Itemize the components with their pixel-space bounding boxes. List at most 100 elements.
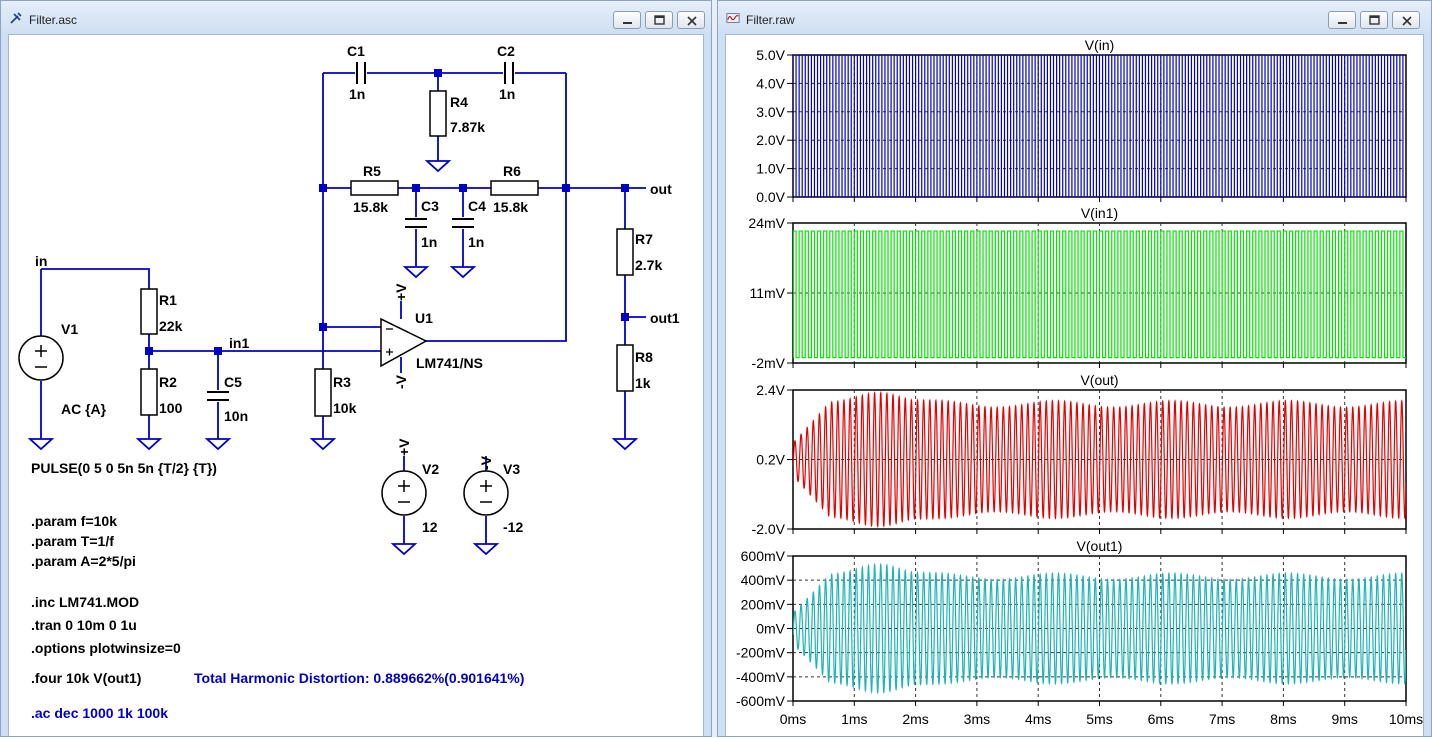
r7-value: 2.7k <box>635 257 662 273</box>
resistor-r6[interactable] <box>490 180 539 196</box>
v3-vminus-label: -V <box>478 455 494 470</box>
y-tick-label: 0.0V <box>756 189 785 205</box>
ground-symbol <box>137 430 161 450</box>
y-tick-label: 24mV <box>748 215 785 231</box>
x-tick-label: 7ms <box>1209 711 1235 727</box>
source-polarity <box>398 480 410 503</box>
plot-pane-3[interactable]: V(out)2.4V0.2V-2.0V <box>752 372 1407 537</box>
resistor-r1[interactable] <box>140 288 158 335</box>
resistor-r7[interactable] <box>616 228 634 276</box>
y-tick-label: 11mV <box>749 285 785 301</box>
r8-ref: R8 <box>635 349 653 365</box>
opamp-vplus-label: +V <box>393 283 409 301</box>
waveform-titlebar[interactable]: Filter.raw <box>718 1 1431 34</box>
resistor-r4[interactable] <box>429 90 447 137</box>
resistor-r8[interactable] <box>616 344 634 392</box>
v2-value: 12 <box>422 519 438 535</box>
x-tick-label: 5ms <box>1086 711 1112 727</box>
waveform-trace <box>793 562 1406 695</box>
capacitor-plates <box>356 62 366 84</box>
r1-value: 22k <box>159 318 183 334</box>
capacitor-c4[interactable] <box>451 217 475 229</box>
junction-dot <box>319 184 327 192</box>
wire-right-feedback <box>421 73 567 342</box>
junction-dot <box>459 184 467 192</box>
x-tick-label: 0ms <box>780 711 806 727</box>
junction-dot <box>319 323 327 331</box>
v1-value: AC {A} <box>61 401 107 417</box>
voltage-source-v1[interactable] <box>18 335 64 381</box>
net-label-in: in <box>35 253 47 269</box>
r4-value: 7.87k <box>450 119 485 135</box>
c5-value: 10n <box>224 408 248 424</box>
capacitor-c3[interactable] <box>404 217 428 229</box>
y-tick-label: 2.0V <box>756 132 785 148</box>
waveform-app-icon <box>726 13 740 23</box>
opamp-vminus-label: -V <box>393 374 409 389</box>
ground-symbol <box>451 258 475 278</box>
y-tick-label: 3.0V <box>756 104 785 120</box>
x-tick-label: 1ms <box>841 711 867 727</box>
y-tick-label: 400mV <box>741 572 786 588</box>
x-tick-label: 8ms <box>1270 711 1296 727</box>
waveform-plots[interactable]: V(in)5.0V4.0V3.0V2.0V1.0V0.0VV(in1)24mV1… <box>726 35 1425 739</box>
minimize-icon <box>1338 22 1347 24</box>
junction-dot <box>621 313 629 321</box>
spice-directive: .param A=2*5/pi <box>31 553 136 569</box>
r1-ref: R1 <box>159 292 177 308</box>
maximize-button[interactable] <box>1360 11 1388 29</box>
close-button[interactable] <box>677 11 705 29</box>
c5-ref: C5 <box>224 374 242 390</box>
v2-vplus-label: +V <box>396 438 412 456</box>
opamp-u1[interactable] <box>380 317 428 368</box>
capacitor-plates <box>504 62 514 84</box>
junction-dot <box>412 184 420 192</box>
x-tick-label: 2ms <box>902 711 928 727</box>
junction-dot <box>621 184 629 192</box>
spice-directive: .ac dec 1000 1k 100k <box>31 705 168 721</box>
plot-pane-1[interactable]: V(in)5.0V4.0V3.0V2.0V1.0V0.0V <box>756 37 1407 205</box>
r7-ref: R7 <box>635 231 653 247</box>
voltage-source-v2[interactable] <box>381 470 427 516</box>
c4-ref: C4 <box>468 198 486 214</box>
maximize-button[interactable] <box>645 11 673 29</box>
spice-directive: .tran 0 10m 0 1u <box>31 617 137 633</box>
x-tick-label: 3ms <box>964 711 990 727</box>
plot-pane-4[interactable]: V(out1)600mV400mV200mV0mV-200mV-400mV-60… <box>736 538 1407 709</box>
source-circle <box>381 470 427 516</box>
maximize-icon <box>654 15 665 25</box>
ground-symbol <box>426 152 450 172</box>
y-tick-label: 600mV <box>741 548 786 564</box>
source-polarity <box>480 480 492 503</box>
minimize-button[interactable] <box>1328 11 1356 29</box>
wire-in <box>41 268 150 289</box>
y-tick-label: 5.0V <box>756 47 785 63</box>
capacitor-c5[interactable] <box>206 390 230 402</box>
source-circle <box>18 335 64 381</box>
capacitor-c1[interactable] <box>355 61 367 85</box>
minimize-button[interactable] <box>613 11 641 29</box>
voltage-source-v3[interactable] <box>463 470 509 516</box>
resistor-r2[interactable] <box>140 368 158 416</box>
ground-symbol <box>474 535 498 555</box>
y-tick-label: 0mV <box>756 621 785 637</box>
ground-symbol <box>29 430 53 450</box>
waveform-trace <box>793 390 1406 529</box>
resistor-r3[interactable] <box>314 368 332 417</box>
y-tick-label: -2mV <box>752 355 786 371</box>
v2-ref: V2 <box>422 461 439 477</box>
c4-value: 1n <box>468 234 484 250</box>
resistor-r5[interactable] <box>350 180 399 196</box>
close-button[interactable] <box>1392 11 1420 29</box>
source-polarity <box>35 345 47 368</box>
capacitor-c2[interactable] <box>503 61 515 85</box>
schematic-titlebar[interactable]: Filter.asc <box>1 1 711 34</box>
trace-label: V(out1) <box>1077 538 1123 554</box>
spice-directive: .inc LM741.MOD <box>31 594 139 610</box>
